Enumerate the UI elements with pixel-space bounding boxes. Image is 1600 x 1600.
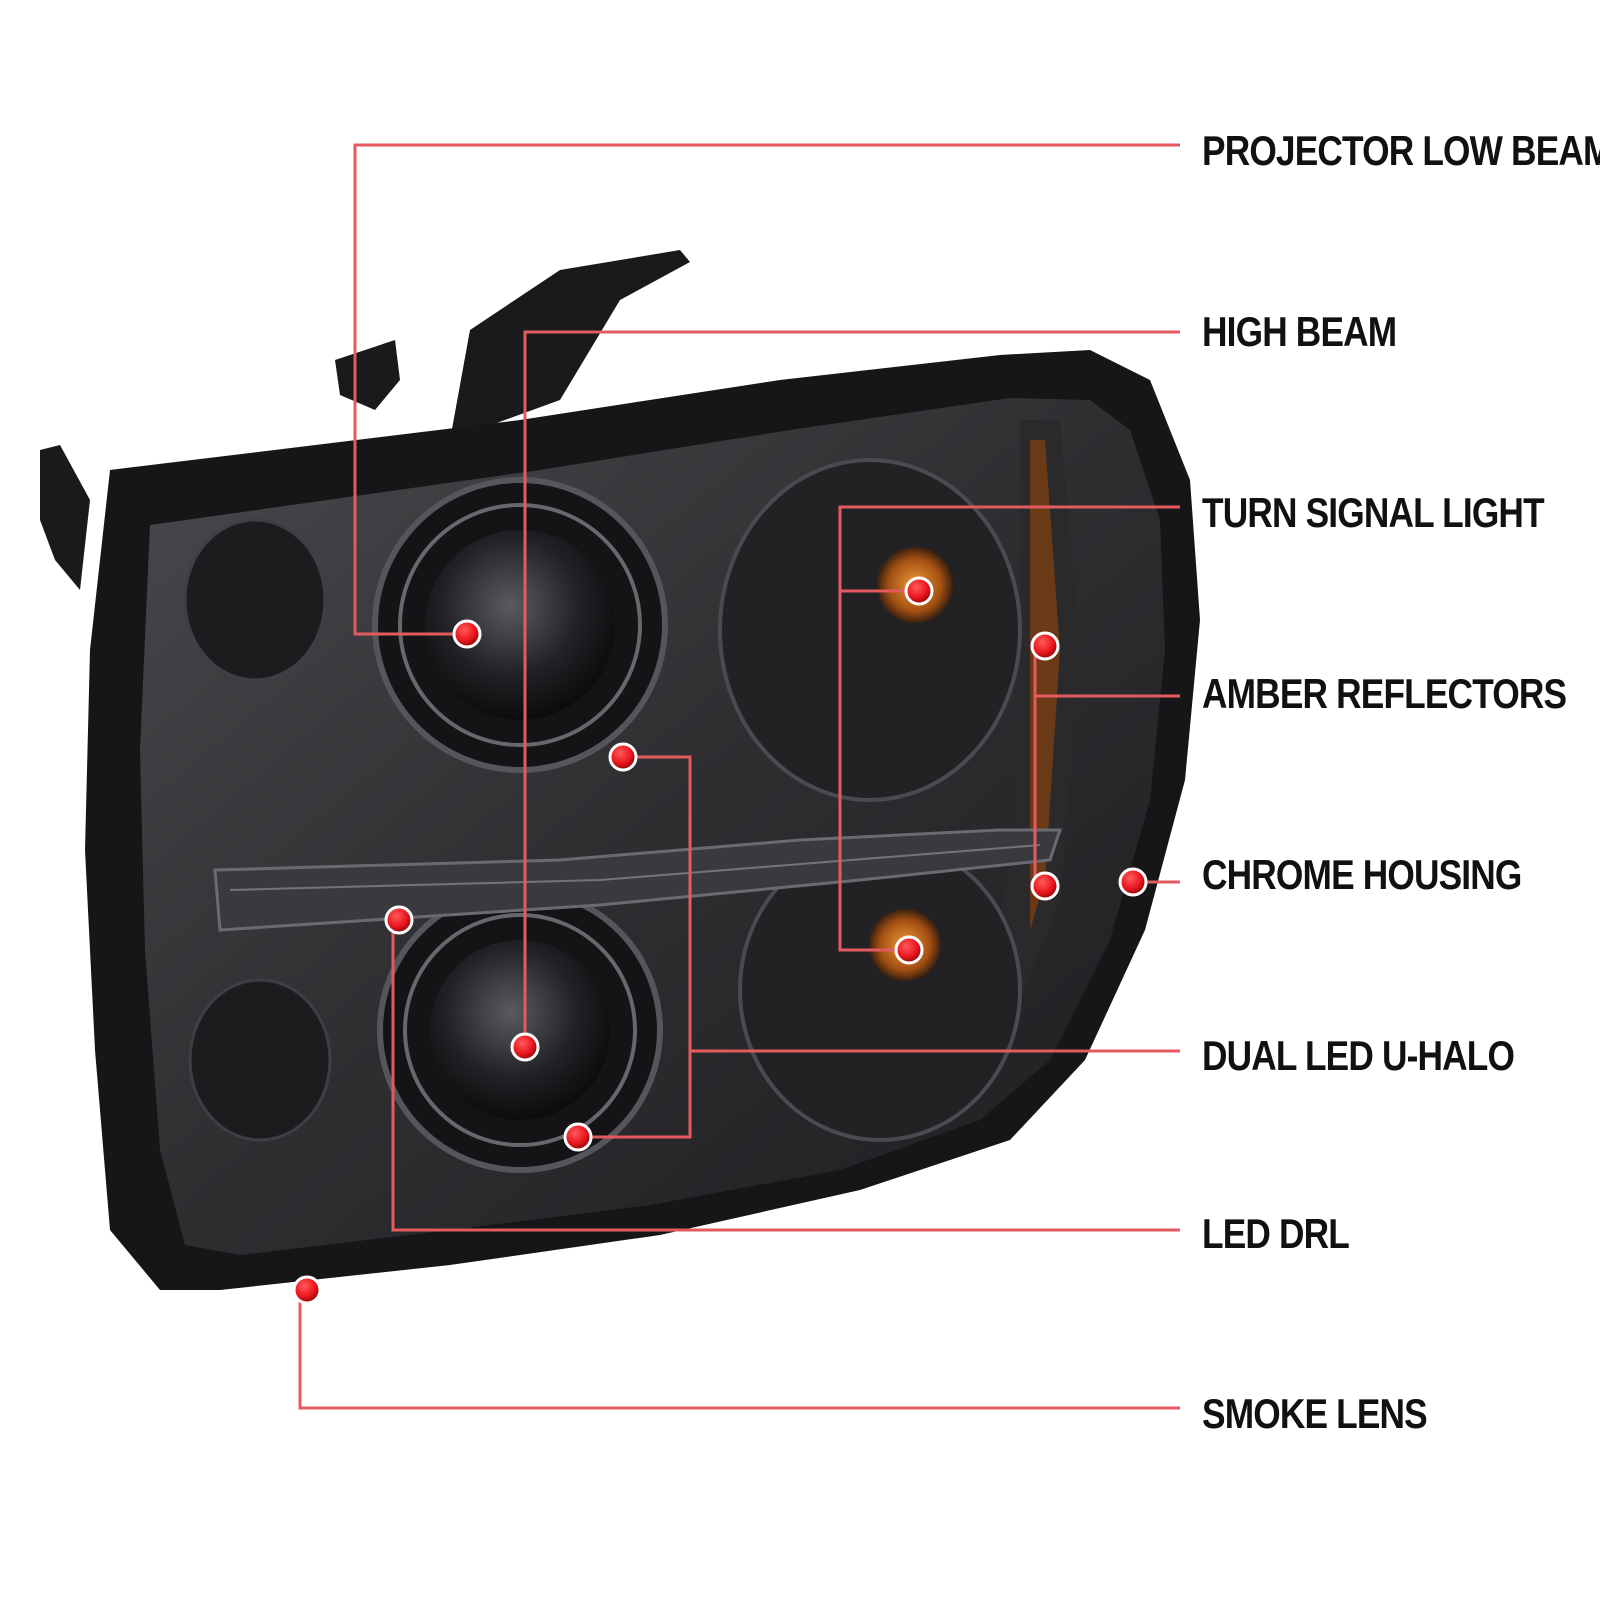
left-reflector-lower (188, 978, 332, 1142)
label-smoke-lens: SMOKE LENS (1202, 1390, 1428, 1437)
lower-projector-lens (430, 940, 610, 1120)
label-dual-led-u-halo: DUAL LED U-HALO (1202, 1032, 1515, 1079)
upper-projector-halo (398, 503, 642, 747)
amber-strip-glow (1030, 440, 1060, 930)
marker-projector-low-beam (452, 619, 482, 649)
marker-led-drl (384, 905, 414, 935)
label-turn-signal-light: TURN SIGNAL LIGHT (1202, 489, 1545, 536)
leader-smoke-lens (298, 1288, 1180, 1410)
mounting-tab-left (40, 445, 90, 590)
mounting-tab (335, 340, 400, 410)
label-chrome-housing: CHROME HOUSING (1202, 851, 1522, 898)
leader-high-beam (523, 330, 1180, 1047)
leader-projector-low-beam (353, 143, 1180, 636)
marker-dual-halo-upper (608, 742, 638, 772)
callout-markers (292, 576, 1148, 1305)
upper-reflector-bowl (718, 458, 1022, 802)
marker-chrome-housing (1118, 867, 1148, 897)
leader-dual-halo (623, 755, 1180, 1053)
marker-high-beam (510, 1032, 540, 1062)
marker-amber-lower (1030, 871, 1060, 901)
leader-turn-signal (838, 505, 1180, 593)
label-projector-low-beam: PROJECTOR LOW BEAM (1202, 127, 1600, 174)
leader-dual-halo-lower (578, 1051, 692, 1139)
marker-turn-signal-lower (894, 935, 924, 965)
label-amber-reflectors: AMBER REFLECTORS (1202, 670, 1567, 717)
leader-turn-signal-lower (838, 591, 909, 952)
left-reflector-upper (183, 518, 327, 682)
label-high-beam: HIGH BEAM (1202, 308, 1397, 355)
marker-smoke-lens (292, 1275, 322, 1305)
marker-amber-upper (1030, 631, 1060, 661)
upper-projector-lens (425, 530, 615, 720)
led-drl-highlight (229, 844, 1041, 891)
marker-dual-halo-lower (563, 1122, 593, 1152)
mounting-bracket (450, 250, 690, 440)
label-led-drl: LED DRL (1202, 1210, 1350, 1257)
marker-turn-signal-upper (904, 576, 934, 606)
lower-projector-halo (403, 913, 637, 1147)
